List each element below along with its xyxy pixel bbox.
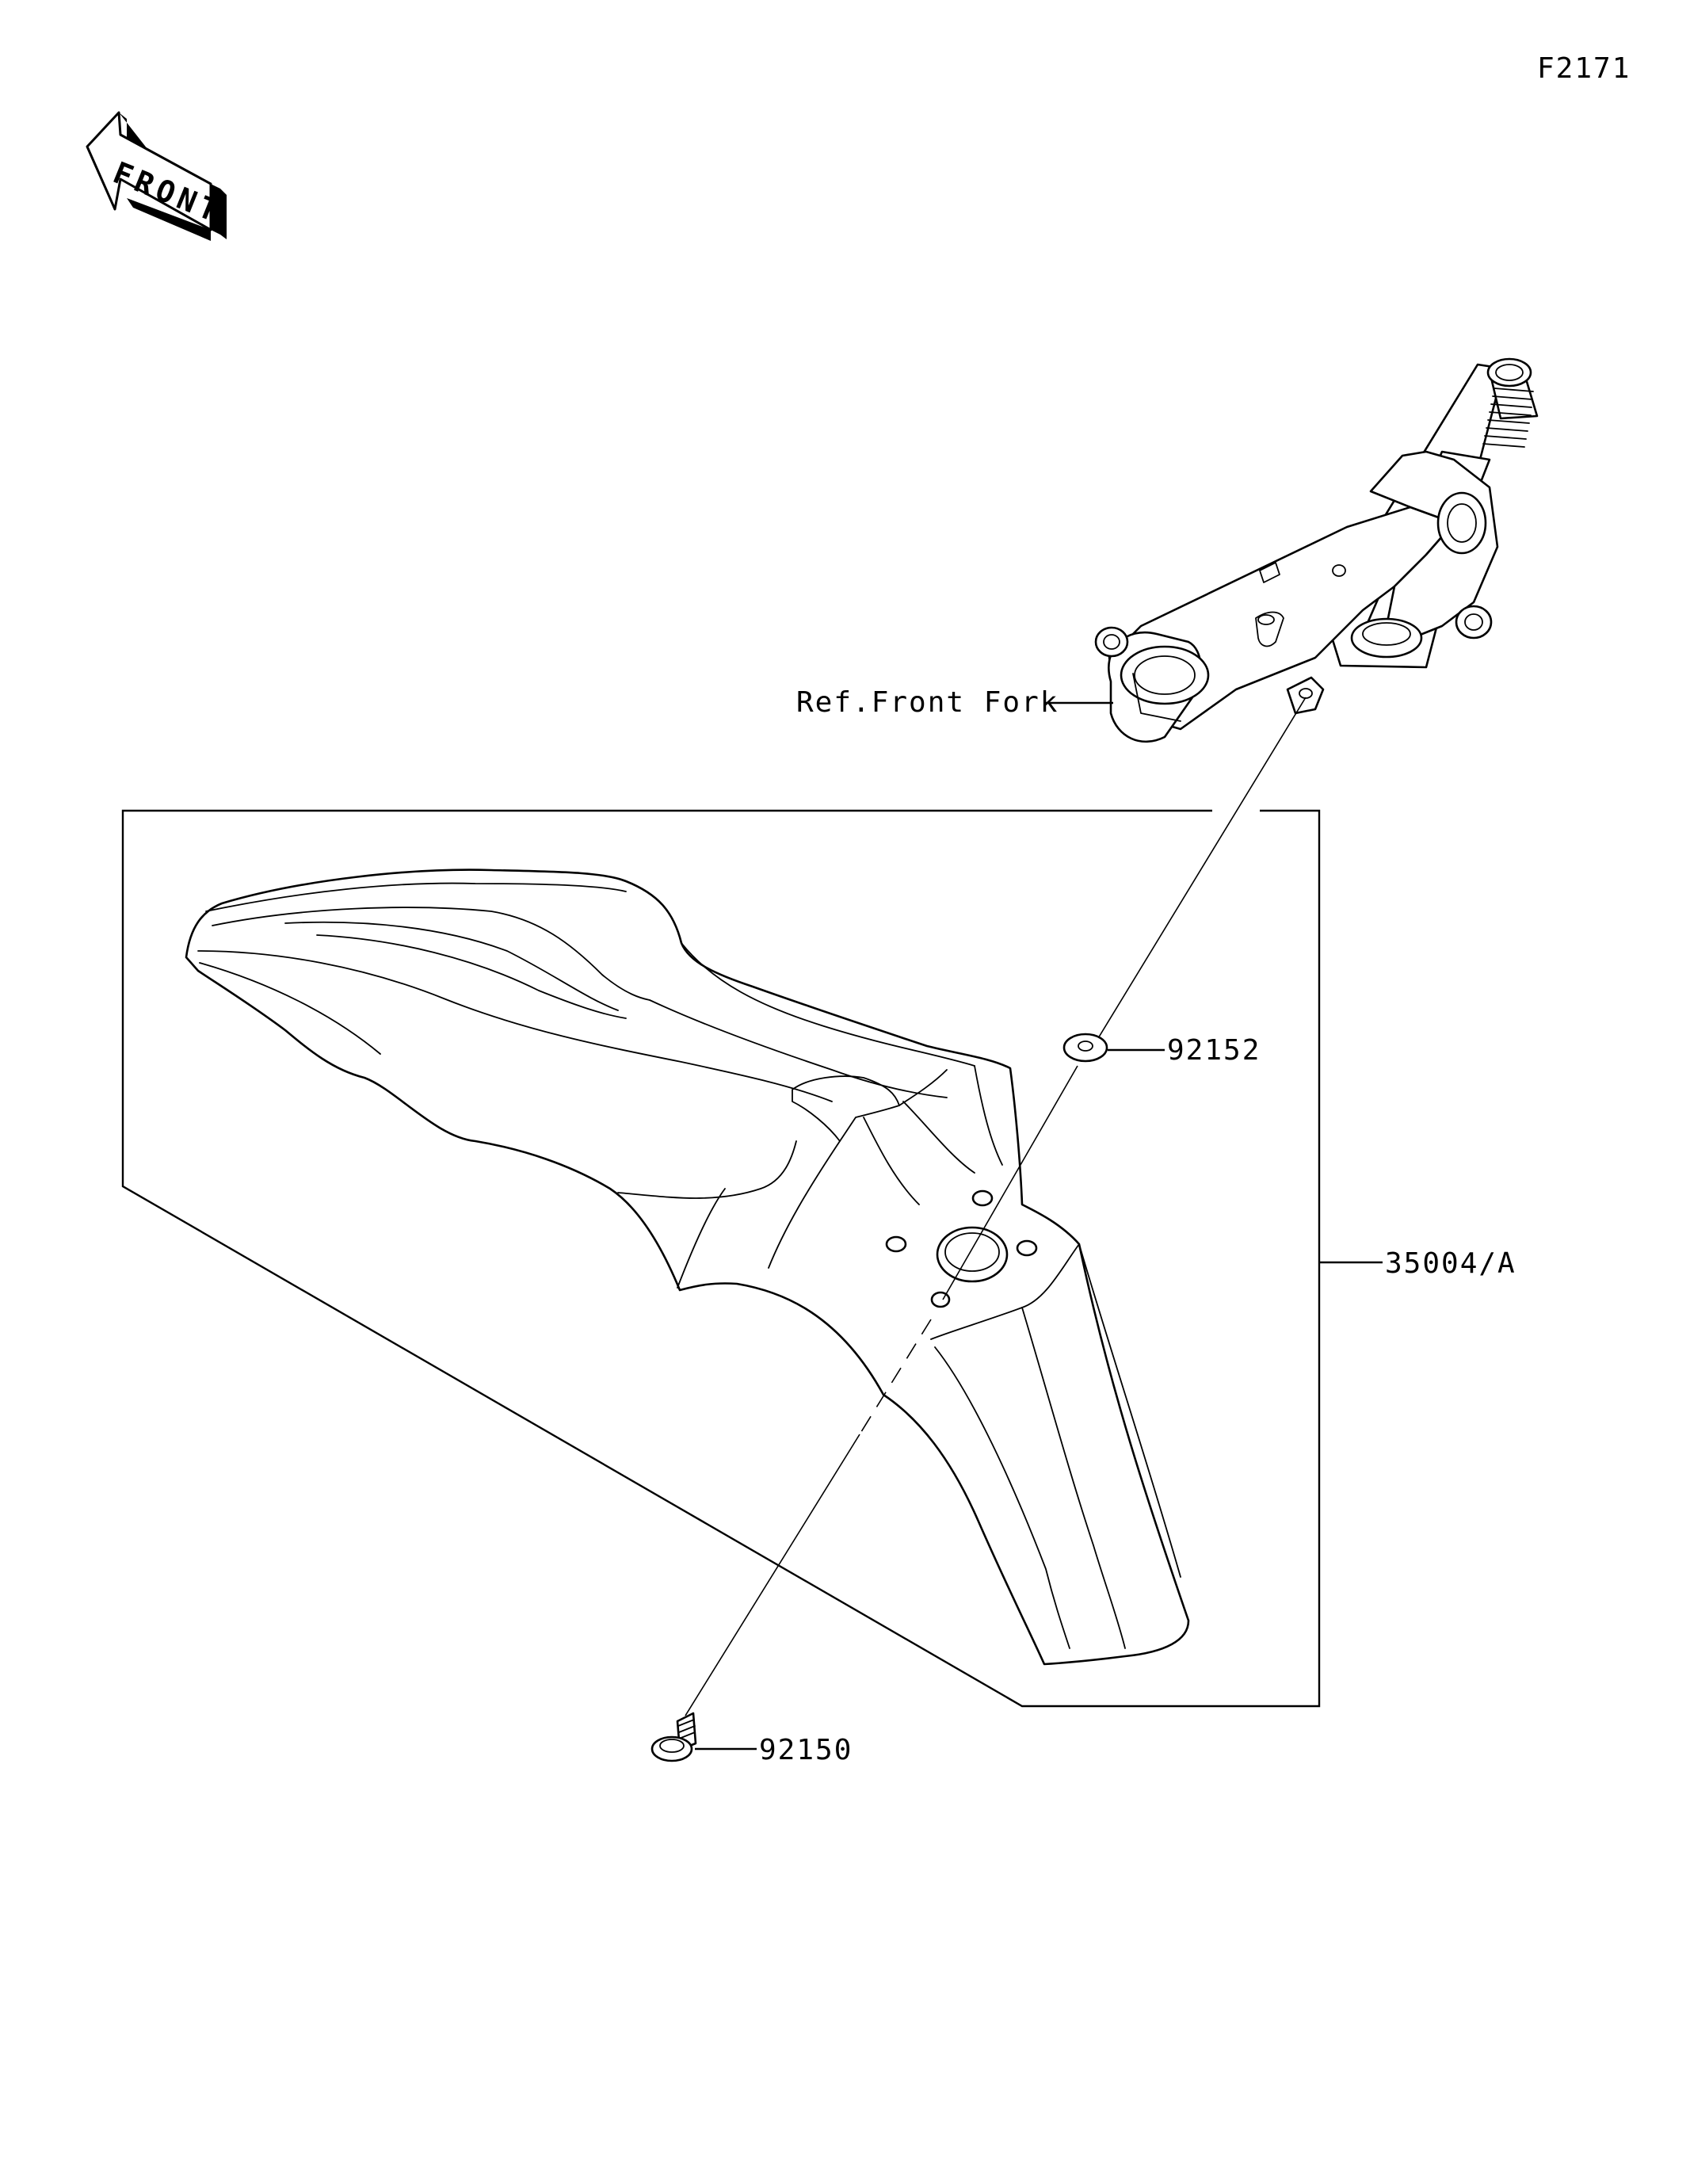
axis-line-middle <box>942 1065 1078 1300</box>
axis-line-lower <box>685 1434 860 1716</box>
ref-front-fork-label: Ref.Front Fork <box>796 686 1059 719</box>
assembly-frame <box>121 809 1321 1708</box>
axis-line-hidden <box>859 1319 932 1435</box>
bolt-label: 92150 <box>759 1734 853 1766</box>
front-fender-illustration <box>185 869 1190 1666</box>
bolt-92150 <box>650 1712 697 1762</box>
assembly-label: 35004/A <box>1385 1247 1516 1280</box>
front-arrow-icon: FRONT <box>86 111 227 241</box>
washer-92152 <box>1062 1033 1108 1063</box>
axis-line-upper <box>1093 697 1307 1047</box>
front-fork-illustration <box>1094 357 1539 743</box>
diagram-code: F2171 <box>1537 52 1631 85</box>
washer-label: 92152 <box>1167 1034 1261 1067</box>
